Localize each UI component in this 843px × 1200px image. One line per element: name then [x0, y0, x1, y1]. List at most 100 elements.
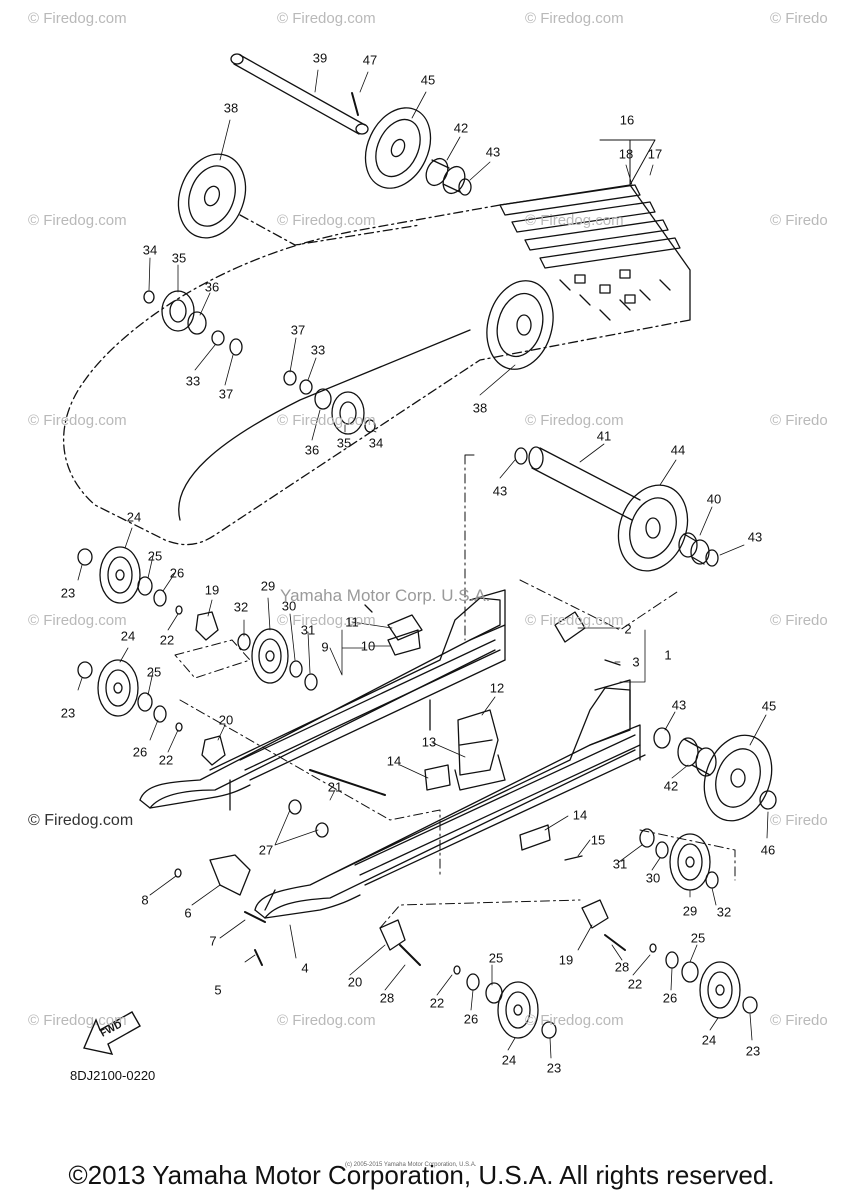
wheel-24-lower-mid — [497, 981, 539, 1039]
part-label: 28 — [614, 959, 630, 975]
washer-22d — [649, 943, 657, 953]
part-label: 43 — [671, 697, 687, 713]
part-label: 45 — [761, 698, 777, 714]
part-label: 25 — [146, 664, 162, 680]
part-label: 12 — [489, 680, 505, 696]
document-code: 8DJ2100-0220 — [70, 1068, 156, 1083]
stopper-block-12 — [454, 709, 506, 791]
spacer-40 — [678, 532, 710, 565]
block-14b — [519, 824, 551, 851]
washer-33a — [211, 330, 225, 346]
watermark: © Firedog.com — [28, 612, 127, 629]
washer-26d — [665, 951, 679, 969]
part-label: 43 — [747, 529, 763, 545]
part-label: 37 — [290, 322, 306, 338]
part-label: 45 — [420, 72, 436, 88]
washer-30a — [289, 660, 303, 678]
spacer-25d — [681, 961, 699, 983]
part-label: 42 — [453, 120, 469, 136]
collar-34b — [364, 419, 376, 433]
bracket-20a — [201, 735, 226, 766]
watermark: © Firedo — [770, 1012, 828, 1029]
part-label: 7 — [209, 933, 217, 949]
part-label: 41 — [596, 428, 612, 444]
part-label: 6 — [184, 905, 192, 921]
part-label: 38 — [223, 100, 239, 116]
part-label: 22 — [627, 976, 643, 992]
part-label: 5 — [214, 982, 222, 998]
spacer-36a — [187, 311, 207, 335]
washer-32b — [705, 871, 719, 889]
part-label: 26 — [463, 1011, 479, 1027]
part-label: 35 — [171, 250, 187, 266]
part-label: 42 — [663, 778, 679, 794]
watermark: © Firedog.com — [525, 612, 624, 629]
bolt-28b — [604, 934, 626, 951]
track-belt — [62, 139, 691, 546]
part-label: 21 — [327, 779, 343, 795]
bolt-3 — [604, 659, 621, 666]
watermark: © Firedog.com — [525, 412, 624, 429]
watermark: © Firedog.com — [277, 10, 376, 27]
bracket-19b — [581, 899, 609, 929]
washer-26b — [153, 705, 167, 723]
watermark: © Firedog.com — [525, 212, 624, 229]
part-label: 3 — [632, 654, 640, 670]
bracket-19a — [195, 611, 219, 641]
idler-wheel-45-right — [703, 734, 773, 822]
washer-22c — [453, 965, 461, 975]
part-label: 46 — [760, 842, 776, 858]
bracket-10 — [387, 629, 421, 656]
watermark: © Firedog.com — [525, 1012, 624, 1029]
rear-shaft — [514, 446, 641, 521]
track-lugs — [499, 184, 681, 321]
part-label: 34 — [142, 242, 158, 258]
bearing-35b — [331, 391, 365, 435]
washer-26c — [466, 973, 480, 991]
part-label: 11 — [345, 614, 359, 630]
part-label: 8 — [141, 892, 149, 908]
part-label: 16 — [619, 112, 635, 128]
part-label: 20 — [218, 712, 234, 728]
cap-23b — [77, 661, 93, 679]
washer-22a — [175, 605, 183, 615]
part-label: 17 — [647, 146, 663, 162]
part-label: 20 — [347, 974, 363, 990]
part-label: 31 — [612, 856, 628, 872]
block-14a — [424, 764, 451, 791]
part-label: 27 — [258, 842, 274, 858]
watermark: © Firedog.com — [277, 612, 376, 629]
wheel-29-mid — [251, 628, 289, 684]
idler-wheel-38-track — [486, 280, 554, 370]
bracket-11 — [387, 614, 423, 641]
collar-34a — [143, 290, 155, 304]
tiny-copyright: (c) 2005-2015 Yamaha Motor Corporation, … — [345, 1162, 477, 1168]
part-label: 13 — [421, 734, 437, 750]
spacer-25a — [137, 576, 153, 596]
bolt-28a — [399, 944, 421, 966]
watermark: © Firedog.com — [28, 212, 127, 229]
part-label: 43 — [492, 483, 508, 499]
part-label: 22 — [429, 995, 445, 1011]
part-label: 23 — [60, 585, 76, 601]
washer-31b — [639, 828, 655, 848]
washer-22b — [175, 722, 183, 732]
watermark: © Firedo — [770, 412, 828, 429]
part-label: 32 — [233, 599, 249, 615]
washer-37a — [229, 338, 243, 356]
watermark: © Firedog.com — [277, 1012, 376, 1029]
collar-43b — [705, 549, 719, 567]
part-label: 24 — [501, 1052, 517, 1068]
part-label: 24 — [701, 1032, 717, 1048]
rear-wheel-44 — [617, 484, 689, 572]
idler-wheel-top — [364, 107, 432, 189]
part-label: 28 — [379, 990, 395, 1006]
bolt-top — [364, 604, 373, 613]
cap-23c — [541, 1021, 557, 1039]
bearing-35a — [161, 290, 195, 332]
bolt-7 — [244, 911, 266, 923]
watermark: © Firedog.com — [277, 212, 376, 229]
part-label: 19 — [558, 952, 574, 968]
part-label: 23 — [745, 1043, 761, 1059]
